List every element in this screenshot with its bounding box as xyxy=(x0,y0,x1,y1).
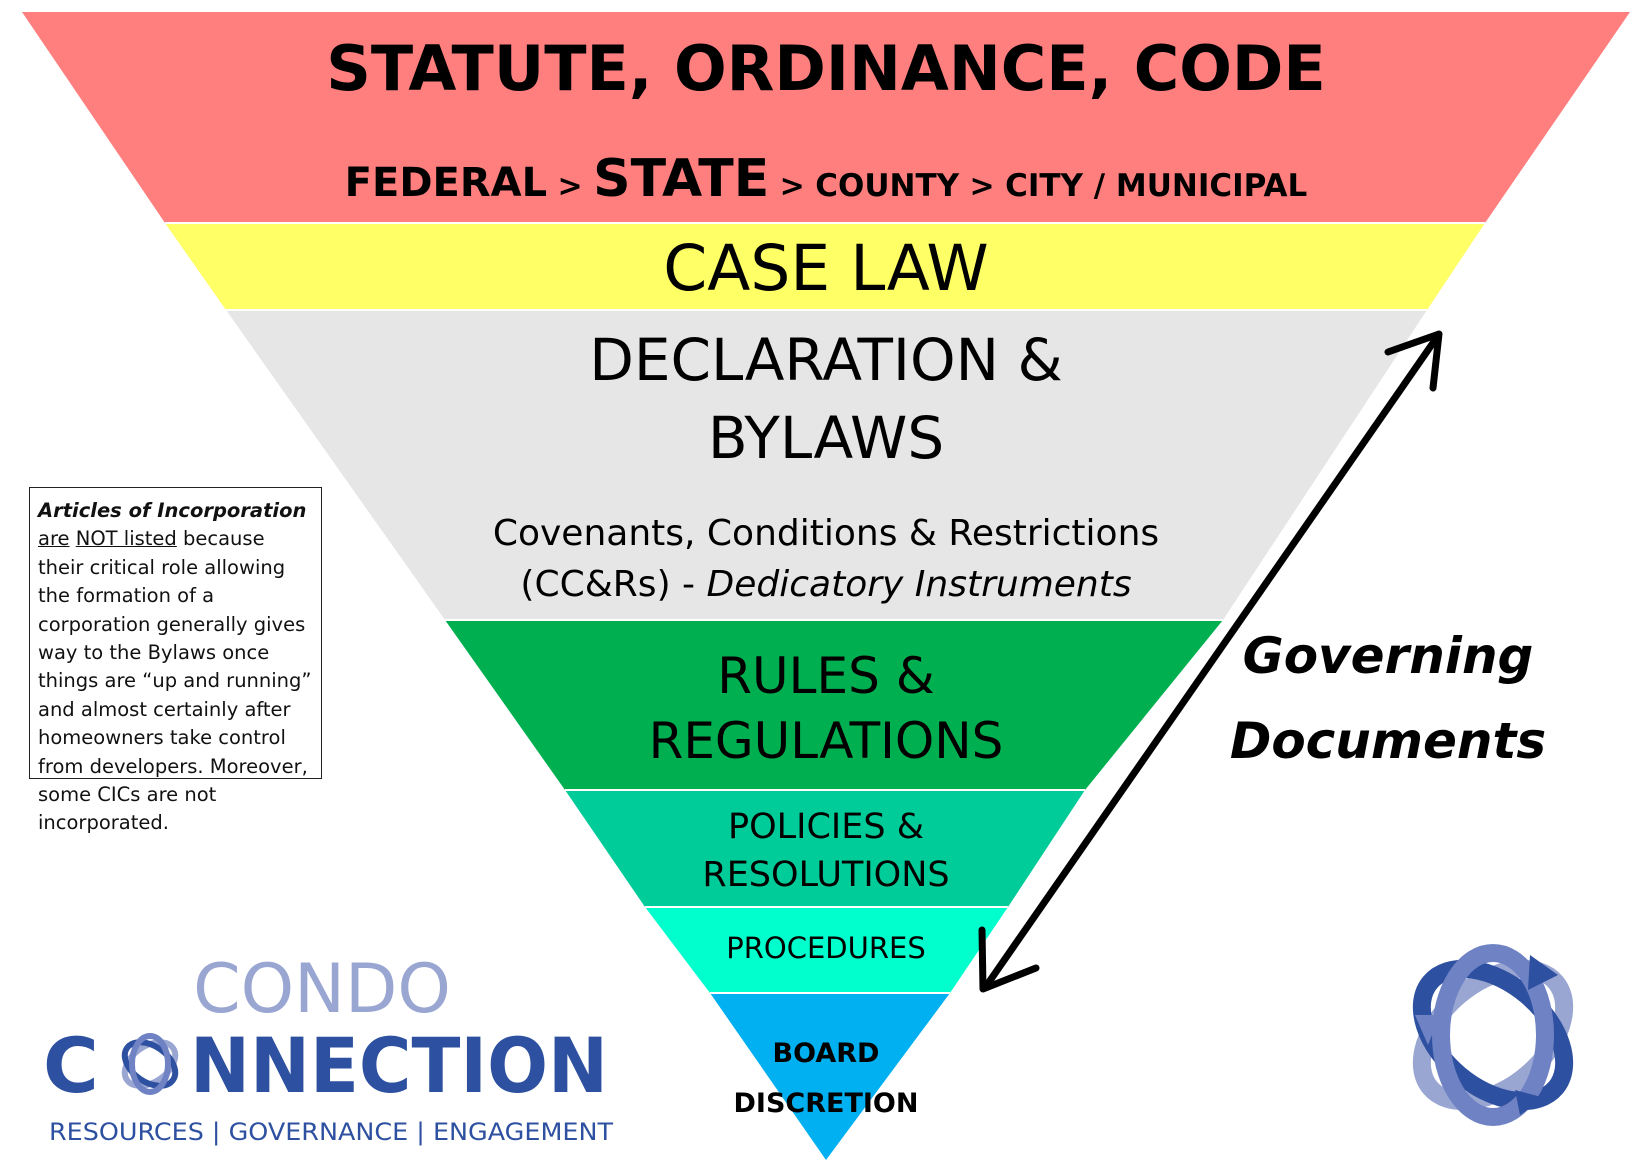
articles-of-incorporation-note: Articles of Incorporation are NOT listed… xyxy=(29,487,322,834)
tier-board-title-line1: BOARD xyxy=(773,1038,880,1069)
tier-case-law-band xyxy=(165,223,1485,310)
tier-board-band xyxy=(710,993,950,1160)
logo-rings-icon-large xyxy=(1412,944,1574,1126)
level-separator: > xyxy=(769,169,815,204)
dedicatory-instruments-label: Dedicatory Instruments xyxy=(707,564,1132,605)
governing-label-line1: Governing xyxy=(1243,627,1534,685)
logo-connection-c: C xyxy=(43,1021,99,1110)
tier-declaration-title-line2: BYLAWS xyxy=(708,404,944,472)
level-separator: > xyxy=(547,169,593,204)
tier-procedures-band xyxy=(645,907,1008,993)
tier-statute-band xyxy=(22,12,1630,223)
note-are: are xyxy=(38,527,70,551)
level-state: STATE xyxy=(593,149,769,209)
logo-tagline: RESOURCES | GOVERNANCE | ENGAGEMENT xyxy=(49,1118,613,1146)
tier-procedures-title: PROCEDURES xyxy=(726,931,925,965)
tier-case-law-title: CASE LAW xyxy=(663,232,988,305)
note-articles-term: Articles of Incorporation xyxy=(38,499,307,522)
tier-declaration-title-line1: DECLARATION & xyxy=(589,326,1063,394)
level-city: CITY / MUNICIPAL xyxy=(1005,168,1307,204)
governing-documents-arrow xyxy=(978,330,1443,993)
tier-declaration-band xyxy=(226,310,1427,620)
logo-connection-rest: NNECTION xyxy=(190,1021,608,1110)
tier-rules-title-line1: RULES & xyxy=(717,647,934,705)
note-body: because their critical role allowing the… xyxy=(38,527,312,835)
tier-declaration-sub-line2: (CC&Rs) - Dedicatory Instruments xyxy=(520,564,1131,605)
tier-separators xyxy=(165,222,1485,994)
logo-rings-icon-small xyxy=(121,1033,179,1095)
level-federal: FEDERAL xyxy=(345,160,547,206)
tier-declaration-sub-line1: Covenants, Conditions & Restrictions xyxy=(493,513,1159,554)
ccrs-label: (CC&Rs) - xyxy=(520,564,706,605)
level-separator: > xyxy=(959,169,1005,204)
tier-rules-title-line2: REGULATIONS xyxy=(649,712,1004,770)
tier-board-title-line2: DISCRETION xyxy=(734,1088,919,1119)
note-not-listed: NOT listed xyxy=(75,527,177,551)
tier-policies-title-line2: RESOLUTIONS xyxy=(702,855,949,895)
tier-policies-title-line1: POLICIES & xyxy=(728,807,924,847)
tier-rules-band xyxy=(445,620,1223,790)
level-county: COUNTY xyxy=(815,168,959,204)
logo-condo-text: CONDO xyxy=(193,950,451,1029)
tier-policies-band xyxy=(565,790,1085,907)
governing-label-line2: Documents xyxy=(1230,712,1546,770)
logo-rings-arrowheads xyxy=(1415,955,1558,1115)
tier-statute-title: STATUTE, ORDINANCE, CODE xyxy=(326,32,1325,105)
tier-statute-subtitle: FEDERAL > STATE > COUNTY > CITY / MUNICI… xyxy=(345,149,1308,209)
